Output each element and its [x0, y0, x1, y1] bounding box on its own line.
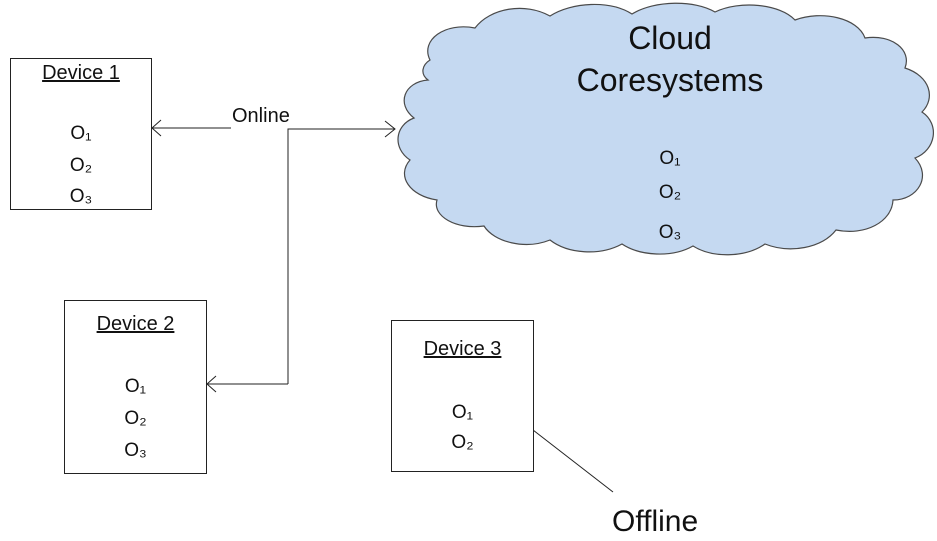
- device-3-item-o2: O₂: [451, 432, 474, 453]
- device-3-box: Device 3 O₁ O₂: [391, 320, 534, 472]
- online-label: Online: [232, 105, 290, 127]
- device-1-box: Device 1 O₁ O₂ O₃: [10, 58, 152, 210]
- cloud-title-line2: Coresystems: [576, 62, 764, 98]
- offline-line: [532, 429, 614, 493]
- device-3-item-o1: O₁: [451, 402, 474, 423]
- device-2-item-o3: O₃: [124, 440, 147, 461]
- device-1-item-o2: O₂: [69, 155, 93, 176]
- offline-label: Offline: [612, 505, 699, 538]
- online-arrowhead-device1: [151, 119, 162, 137]
- device-1-item-o3: O₃: [69, 186, 93, 207]
- device-2-box: Device 2 O₁ O₂ O₃: [64, 300, 207, 474]
- cloud-shape: [397, 2, 934, 256]
- cloud-title-line1: Cloud: [628, 20, 712, 56]
- cloud-item-o3: O₃: [658, 222, 682, 243]
- device-1-item-o1: O₁: [70, 123, 92, 144]
- device-2-item-o2: O₂: [124, 408, 147, 429]
- online-arrowhead-cloud: [384, 120, 396, 138]
- cloud-item-o2: O₂: [658, 182, 682, 203]
- cloud-item-o1: O₁: [659, 148, 681, 169]
- device-3-title: Device 3: [423, 338, 502, 360]
- online-line-cloud: [287, 128, 395, 384]
- device-2-title: Device 2: [96, 313, 175, 335]
- device-1-title: Device 1: [42, 62, 120, 84]
- device-2-item-o1: O₁: [124, 376, 147, 397]
- online-arrowhead-device2: [206, 375, 217, 393]
